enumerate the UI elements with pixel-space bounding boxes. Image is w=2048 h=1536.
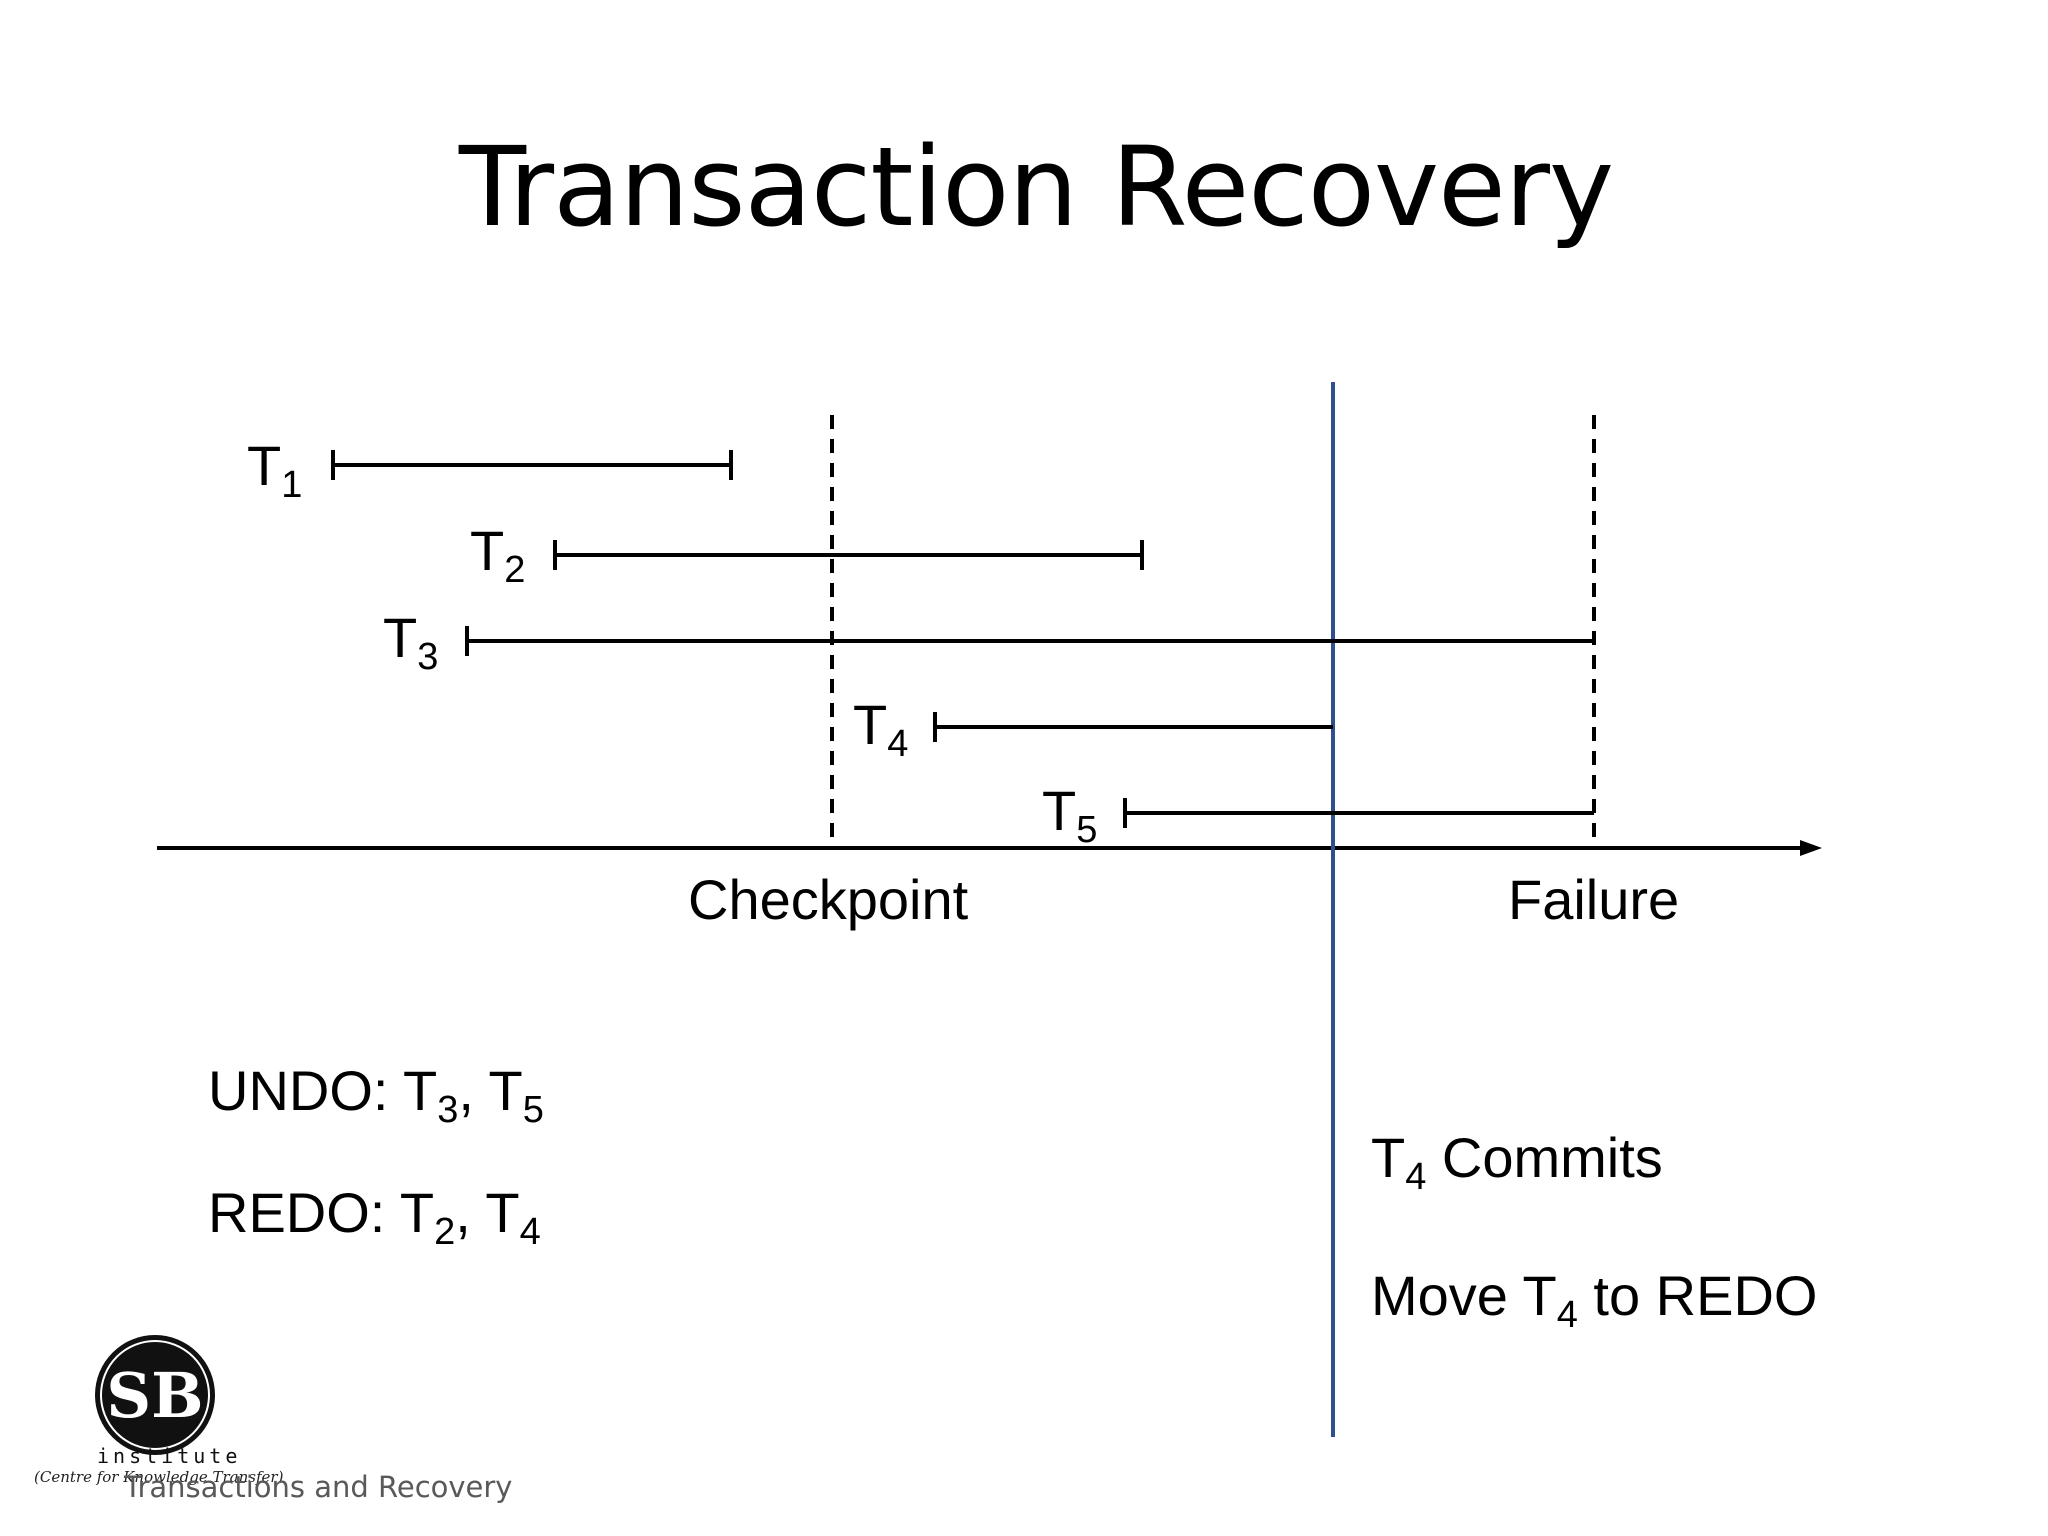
transaction-bar-t4 — [933, 712, 1333, 742]
transaction-bar-t5 — [1123, 798, 1594, 828]
slide-title: Transaction Recovery — [458, 123, 1614, 251]
transaction-bar-t1 — [331, 450, 733, 480]
undo-list: UNDO: T3, T5 — [208, 1059, 544, 1131]
failure-label: Failure — [1508, 868, 1680, 931]
logo-wordmark: institute — [97, 1444, 242, 1468]
transaction-label-t4: T4 — [853, 693, 909, 765]
logo-monogram: SB — [106, 1359, 203, 1432]
sb-institute-logo: SB — [95, 1335, 215, 1455]
slide-footer: Transactions and Recovery — [124, 1470, 513, 1504]
commit-note: T4 Commits — [1371, 1126, 1663, 1198]
checkpoint-label: Checkpoint — [688, 868, 969, 931]
transaction-label-t5: T5 — [1042, 779, 1098, 851]
move-note: Move T4 to REDO — [1371, 1264, 1818, 1336]
transaction-label-t1: T1 — [247, 434, 303, 506]
time-axis-arrowhead — [1800, 840, 1822, 856]
transaction-label-t2: T2 — [470, 519, 526, 591]
transaction-bar-t2 — [553, 540, 1144, 570]
redo-list: REDO: T2, T4 — [208, 1181, 541, 1253]
transaction-bar-t3 — [465, 626, 1594, 656]
logo-tagline: (Centre for Knowledge Transfer) — [34, 1468, 284, 1486]
transaction-label-t3: T3 — [383, 606, 439, 678]
